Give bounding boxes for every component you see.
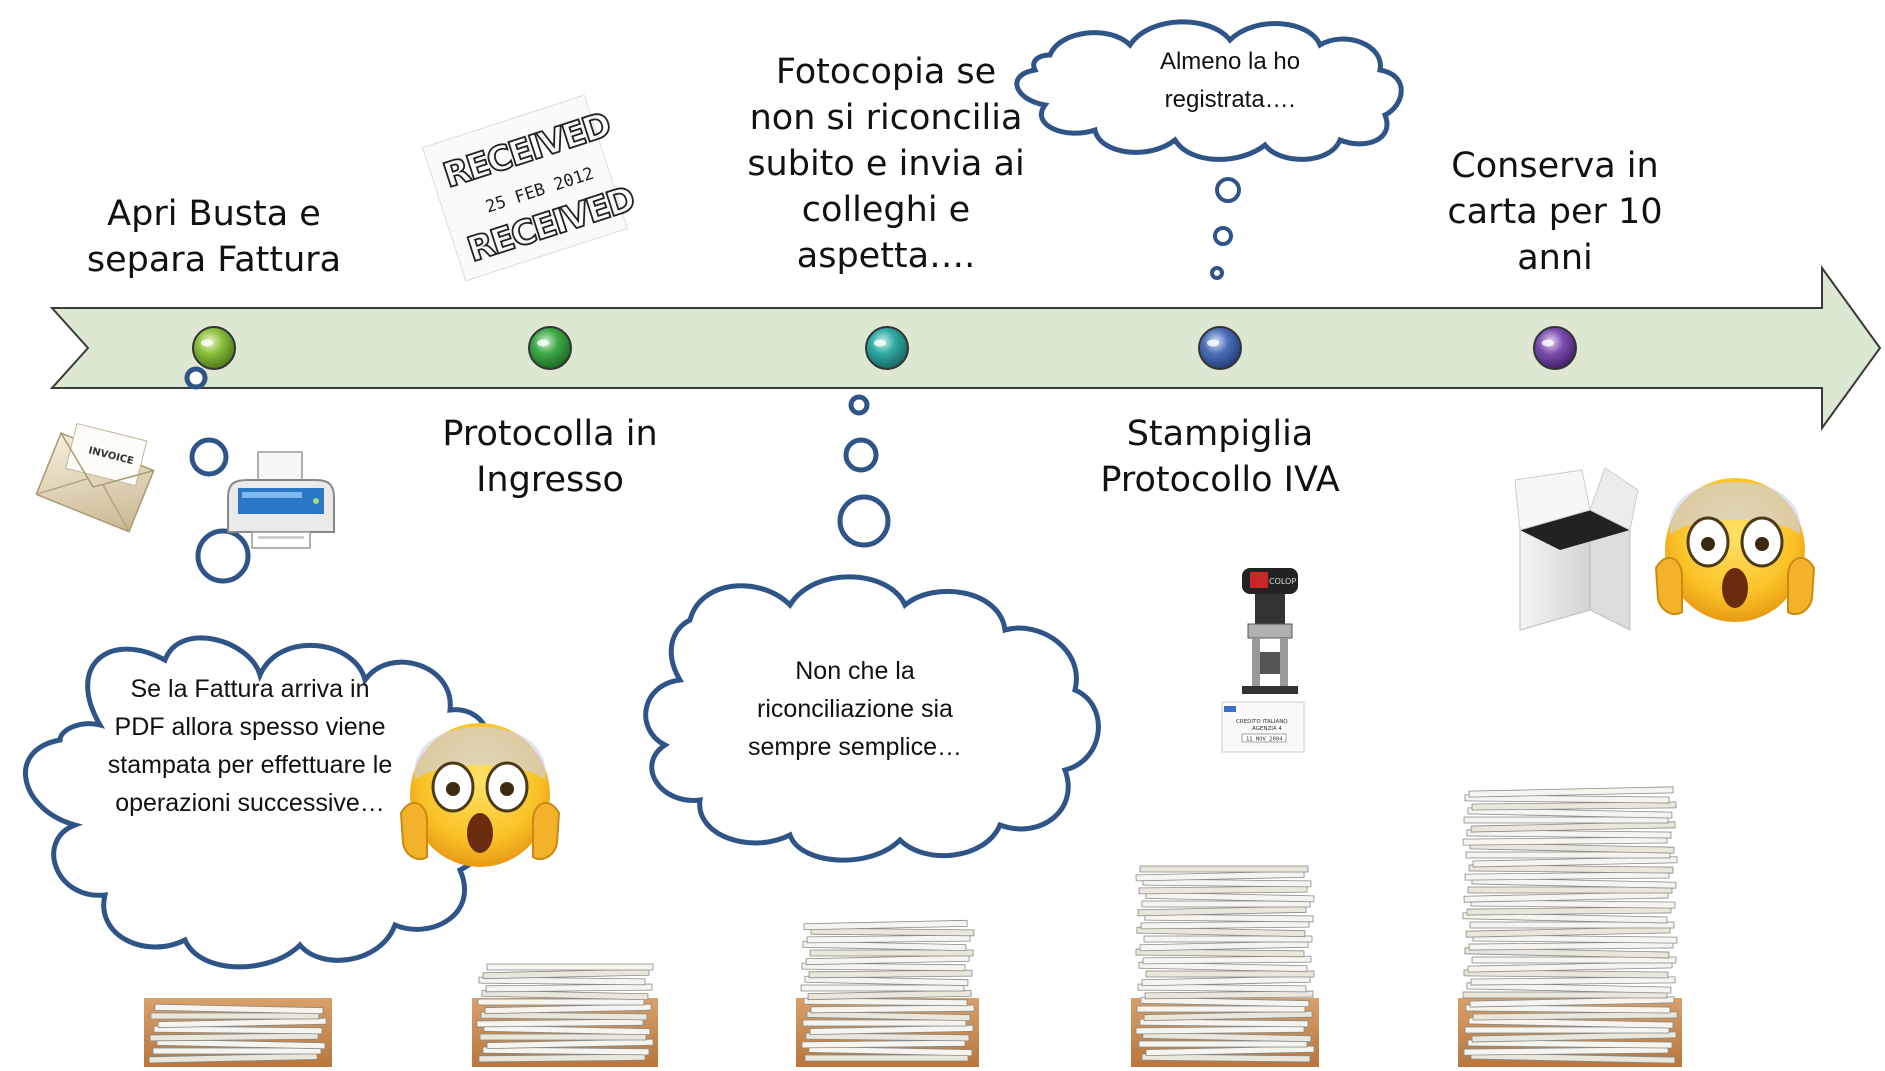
step-label-5: Conserva in carta per 10 anni <box>1447 146 1663 278</box>
stamper-bank-text: CREDITO ITALIANO <box>1236 719 1288 725</box>
step-marker-3 <box>865 326 909 370</box>
step-label-2: Protocolla in Ingresso <box>442 414 658 500</box>
paper-stack-4 <box>1131 865 1319 1067</box>
stamper-date-text: 11 NOV 2004 <box>1246 737 1283 743</box>
paper-stack-5 <box>1458 786 1682 1067</box>
date-stamper-image: COLOP CREDITO ITALIANO AGENZIA 4 11 NOV … <box>1221 568 1305 753</box>
scream-emoji-right <box>1654 478 1816 622</box>
thought-trail-top <box>1210 177 1241 280</box>
printer-icon <box>227 451 335 549</box>
step-marker-5 <box>1533 326 1577 370</box>
paper-stack-2 <box>472 963 658 1067</box>
received-stamp-image: RECEIVED 25 FEB 2012 RECEIVED <box>421 94 640 282</box>
step-label-3: Fotocopia se non si riconcilia subito e … <box>747 52 1025 276</box>
paper-stack-1 <box>144 998 332 1067</box>
stamper-brand-text: COLOP <box>1269 577 1296 586</box>
white-box-image <box>1514 467 1639 631</box>
paper-stack-3 <box>796 919 979 1067</box>
step-marker-4 <box>1198 326 1242 370</box>
stamper-branch-text: AGENZIA 4 <box>1252 726 1282 732</box>
thought-text-registered: Almeno la ho registrata…. <box>1159 48 1301 113</box>
step-label-4: Stampiglia Protocollo IVA <box>1100 414 1340 500</box>
step-label-1: Apri Busta e separa Fattura <box>86 194 342 280</box>
thought-text-reconciliation: Non che la riconciliazione sia sempre se… <box>748 657 962 761</box>
paper-stacks <box>144 786 1682 1067</box>
thought-cloud-registered <box>1014 19 1404 162</box>
thought-text-pdf: Se la Fattura arriva in PDF allora spess… <box>107 675 393 817</box>
envelope-icon: INVOICE <box>35 422 155 533</box>
thought-trail-left <box>184 366 251 584</box>
step-marker-2 <box>528 326 572 370</box>
scream-emoji-left <box>399 723 561 867</box>
step-marker-1 <box>192 326 236 370</box>
thought-trail-middle <box>837 394 891 548</box>
thought-cloud-pdf <box>23 635 496 970</box>
timeline-arrow <box>49 264 1882 432</box>
thought-cloud-reconciliation <box>643 574 1101 863</box>
